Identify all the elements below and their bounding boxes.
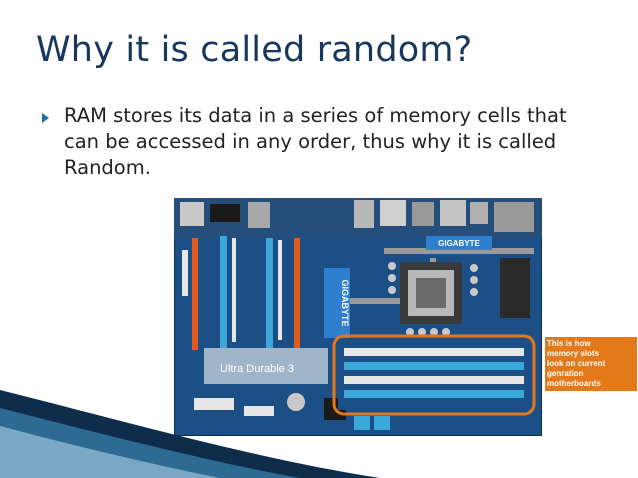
decorative-swoosh	[0, 390, 380, 478]
callout-line: This is how	[547, 339, 591, 348]
slide-title: Why it is called random?	[36, 30, 473, 70]
motherboard-image: GIGABYTE GIGABYTE Ultra Durable 3	[174, 198, 542, 436]
bullet-text: RAM stores its data in a series of memor…	[64, 104, 567, 179]
brand-label-vertical: GIGABYTE	[340, 279, 350, 326]
bullet-arrow-icon	[42, 113, 49, 123]
callout-line: look on current	[547, 359, 606, 368]
brand-label: GIGABYTE	[438, 239, 480, 248]
heatsink-label: Ultra Durable 3	[220, 363, 294, 375]
callout-line: memory slots	[547, 349, 600, 358]
callout-label: This is how memory slots look on current…	[545, 337, 637, 391]
callout-line: motherboards	[547, 379, 601, 388]
callout-line: genration	[547, 369, 584, 378]
